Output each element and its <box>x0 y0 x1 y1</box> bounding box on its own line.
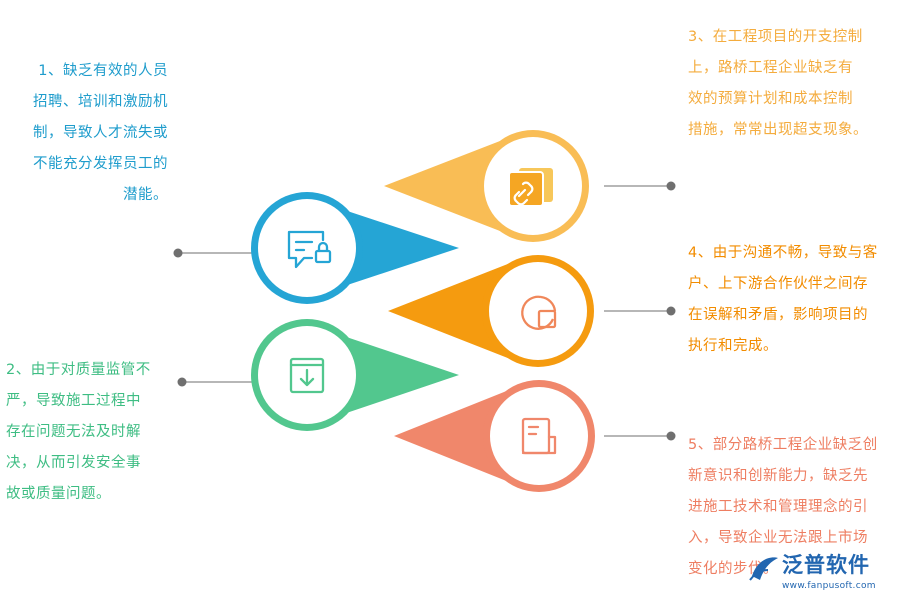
brand-watermark: 泛普软件 www.fanpusoft.com <box>740 550 890 594</box>
text-line: 4、由于沟通不畅，导致与客 <box>688 245 878 261</box>
text-line: 潜能。 <box>123 187 168 203</box>
node-cost <box>384 130 589 242</box>
node-innovation <box>394 380 595 492</box>
chat-lock-icon <box>287 230 332 269</box>
item-innovation-text: 5、部分路桥工程企业缺乏创 新意识和创新能力，缺乏先 进施工技术和管理理念的引 … <box>688 430 898 585</box>
node-recruitment <box>251 192 459 304</box>
item-communication-text: 4、由于沟通不畅，导致与客 户、上下游合作伙伴之间存 在误解和矛盾，影响项目的 … <box>688 238 888 362</box>
text-line: 入，导致企业无法跟上市场 <box>688 530 868 546</box>
brand-name: 泛普软件 <box>782 553 870 577</box>
text-line: 上，路桥工程企业缺乏有 <box>688 60 853 76</box>
text-line: 5、部分路桥工程企业缺乏创 <box>688 437 878 453</box>
connector-quality <box>177 377 258 387</box>
text-line: 措施，常常出现超支现象。 <box>688 122 868 138</box>
connector-cost <box>604 181 676 191</box>
text-line: 效的预算计划和成本控制 <box>688 91 853 107</box>
text-line: 招聘、培训和激励机 <box>33 94 168 110</box>
node-communication-face <box>489 262 587 360</box>
text-line: 进施工技术和管理理念的引 <box>688 499 868 515</box>
connector-communication <box>604 306 676 316</box>
text-line: 严，导致施工过程中 <box>6 393 141 409</box>
text-line: 新意识和创新能力，缺乏先 <box>688 468 868 484</box>
link-icon <box>508 168 553 207</box>
text-line: 存在问题无法及时解 <box>6 424 141 440</box>
brand-url: www.fanpusoft.com <box>782 581 876 591</box>
item-cost-text: 3、在工程项目的开支控制 上，路桥工程企业缺乏有 效的预算计划和成本控制 措施，… <box>688 22 888 146</box>
connector-innovation <box>604 431 676 441</box>
text-line: 不能充分发挥员工的 <box>33 156 168 172</box>
connector-recruitment <box>173 248 258 258</box>
text-line: 1、缺乏有效的人员 <box>38 63 168 79</box>
text-line: 在误解和矛盾，影响项目的 <box>688 307 868 323</box>
text-line: 2、由于对质量监管不 <box>6 362 151 378</box>
node-quality <box>251 319 459 431</box>
text-line: 决，从而引发安全事 <box>6 455 141 471</box>
document-icon <box>521 417 557 455</box>
item-quality-text: 2、由于对质量监管不 严，导致施工过程中 存在问题无法及时解 决，从而引发安全事… <box>6 355 166 510</box>
node-recruitment-face <box>258 199 356 297</box>
text-line: 户、上下游合作伙伴之间存 <box>688 276 868 292</box>
item-recruitment-text: 1、缺乏有效的人员 招聘、培训和激励机 制，导致人才流失或 不能充分发挥员工的 … <box>16 56 168 211</box>
brand-logo-icon <box>749 557 778 581</box>
inbox-download-icon <box>289 357 325 394</box>
node-communication <box>388 255 594 367</box>
text-line: 3、在工程项目的开支控制 <box>688 29 863 45</box>
text-line: 制，导致人才流失或 <box>33 125 168 141</box>
chart-square-icon <box>521 295 557 330</box>
text-line: 执行和完成。 <box>688 338 778 354</box>
node-innovation-face <box>490 387 588 485</box>
text-line: 故或质量问题。 <box>6 486 111 502</box>
